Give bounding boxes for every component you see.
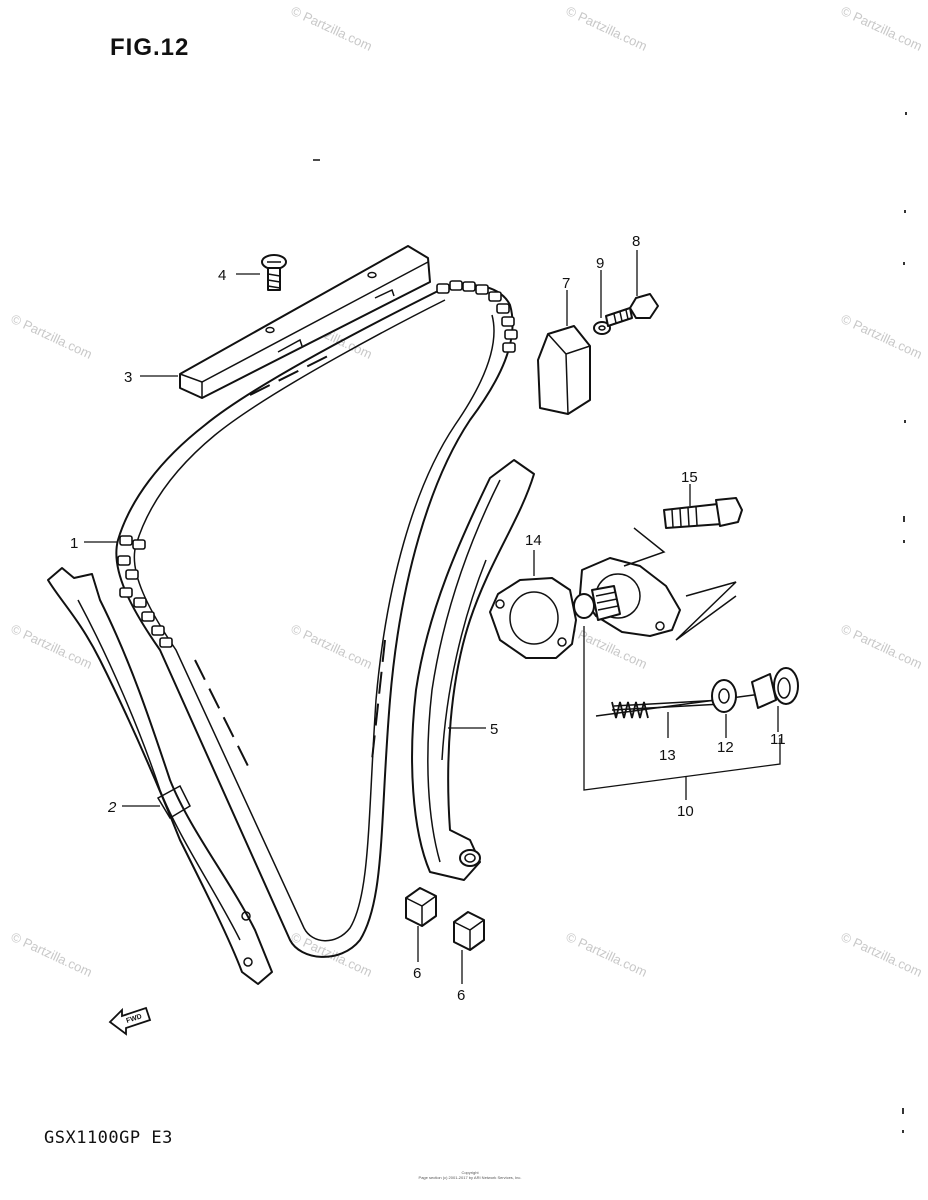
callout-8[interactable]: 8 xyxy=(632,233,640,250)
part-11-cap-bolt[interactable] xyxy=(751,667,799,709)
callout-12[interactable]: 12 xyxy=(717,739,734,756)
part-6-cushion-right[interactable] xyxy=(453,911,485,951)
callout-7[interactable]: 7 xyxy=(562,275,570,292)
model-code: GSX1100GP E3 xyxy=(44,1128,173,1148)
part-2-chain-guide[interactable] xyxy=(47,567,273,985)
copyright-line-1: Copyright xyxy=(461,1170,479,1175)
watermark-text: © Partzilla.com xyxy=(564,929,650,980)
watermark-group: © Partzilla.com © Partzilla.com © Partzi… xyxy=(9,3,925,980)
part-10-tensioner-assembly[interactable] xyxy=(573,527,777,717)
watermark-text: © Partzilla.com xyxy=(289,621,375,672)
watermark-text: © Partzilla.com xyxy=(564,3,650,54)
part-6-cushion-left[interactable] xyxy=(405,887,437,927)
part-4-screw[interactable] xyxy=(261,254,287,291)
callout-2[interactable]: 2 xyxy=(107,799,117,816)
watermark-text: © Partzilla.com xyxy=(839,311,925,362)
copyright-notice: Copyright Page section (c) 2001-2017 by … xyxy=(390,1170,550,1180)
figure-title: FIG.12 xyxy=(110,34,190,61)
callout-labels: 4 3 1 2 5 6 6 7 8 9 10 11 12 13 14 15 xyxy=(70,233,786,1004)
callout-15[interactable]: 15 xyxy=(681,469,698,486)
callout-11[interactable]: 11 xyxy=(770,731,786,748)
part-12-washer[interactable] xyxy=(711,679,737,713)
watermark-text: © Partzilla.com xyxy=(839,621,925,672)
part-7-cushion[interactable] xyxy=(537,325,591,415)
callout-13[interactable]: 13 xyxy=(659,747,676,764)
callout-6-left[interactable]: 6 xyxy=(413,965,421,982)
callout-6-right[interactable]: 6 xyxy=(457,987,465,1004)
callout-4[interactable]: 4 xyxy=(218,267,226,284)
part-14-gasket[interactable] xyxy=(489,577,577,659)
leader-lines xyxy=(84,250,781,984)
fwd-label: FWD xyxy=(125,1013,142,1025)
callout-3[interactable]: 3 xyxy=(124,369,132,386)
callout-1[interactable]: 1 xyxy=(70,535,78,552)
copyright-line-2: Page section (c) 2001-2017 by ARI Networ… xyxy=(418,1175,522,1180)
part-3-upper-chain-guide[interactable] xyxy=(179,245,431,399)
part-9-washer[interactable] xyxy=(593,321,611,335)
scan-specks xyxy=(902,112,907,1133)
watermark-text: © Partzilla.com xyxy=(9,929,95,980)
watermark-text: © Partzilla.com xyxy=(839,3,925,54)
part-15-bolt[interactable] xyxy=(663,497,743,529)
callout-9[interactable]: 9 xyxy=(596,255,604,272)
part-1-cam-chain[interactable] xyxy=(115,280,518,958)
callout-14[interactable]: 14 xyxy=(525,532,542,549)
fwd-arrow-icon: FWD xyxy=(108,1006,152,1036)
watermark-text: © Partzilla.com xyxy=(9,311,95,362)
callout-10[interactable]: 10 xyxy=(677,803,694,820)
watermark-text: © Partzilla.com xyxy=(839,929,925,980)
watermark-text: © Partzilla.com xyxy=(289,3,375,54)
part-5-tensioner-guide[interactable] xyxy=(411,459,535,881)
callout-5[interactable]: 5 xyxy=(490,721,498,738)
part-13-spring[interactable] xyxy=(611,699,723,719)
part-8-bolt[interactable] xyxy=(605,293,659,327)
